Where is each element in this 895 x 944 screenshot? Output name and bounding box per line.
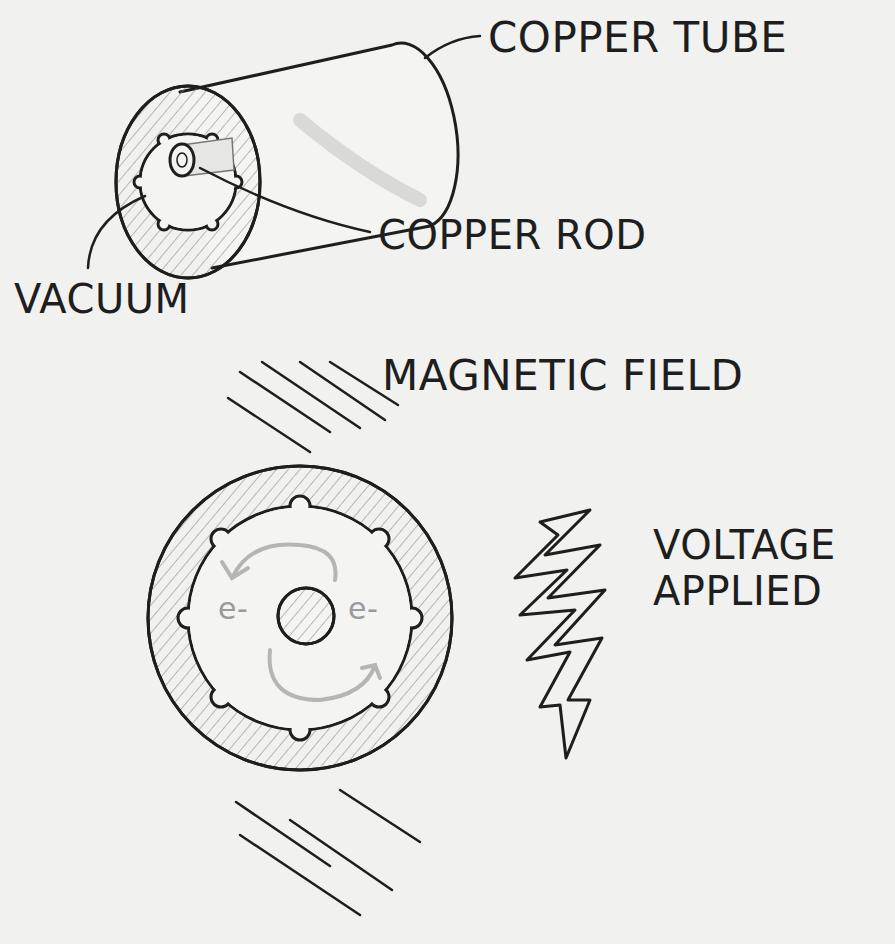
magnetron-cross-section	[148, 466, 452, 770]
part-label: COPPER TUBE	[488, 14, 787, 62]
voltage-label: VOLTAGE APPLIED	[653, 522, 889, 614]
electron-label: e-	[218, 592, 248, 627]
voltage-symbol	[515, 510, 605, 758]
part-label: COPPER ROD	[378, 212, 647, 258]
electron-label: e-	[348, 592, 378, 627]
part-label: VACUUM	[14, 276, 189, 322]
field-label: MAGNETIC FIELD	[382, 352, 743, 400]
